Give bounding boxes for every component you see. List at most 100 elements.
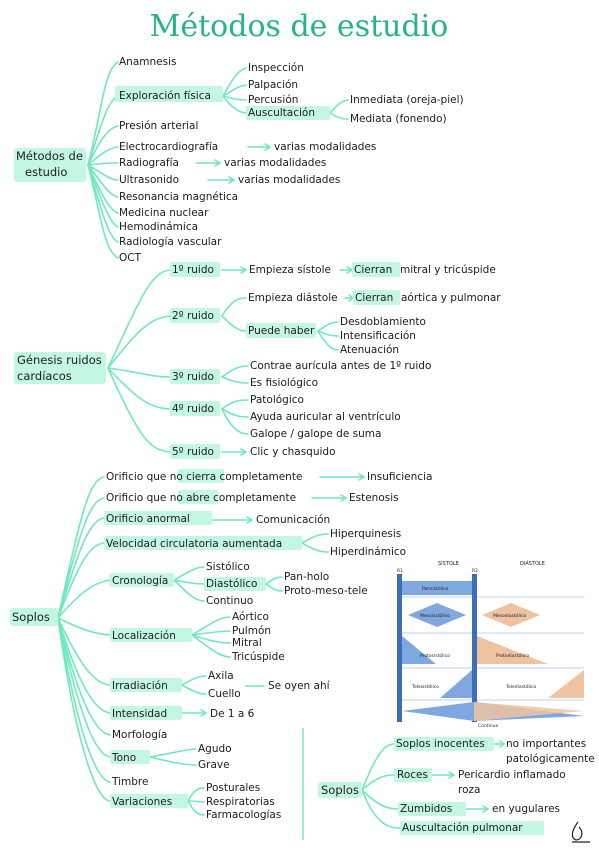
node-hiperdinamico: Hiperdinámico [330, 546, 406, 558]
node-medicina: Medicina nuclear [119, 207, 209, 219]
soplos-root: Soplos [12, 610, 50, 624]
metodos-root-line2: estudio [25, 165, 67, 179]
genesis-root-line2: cardíacos [17, 369, 72, 383]
node-inspeccion: Inspección [248, 62, 304, 74]
fig-continuo: Continuo [478, 723, 498, 729]
node-cronologia: Cronología [112, 575, 168, 587]
node-atenuacion: Atenuación [340, 344, 399, 356]
node-r3: 3º ruido [172, 371, 214, 383]
fig-r1-label: R1 [397, 568, 403, 574]
node-anamnesis: Anamnesis [119, 56, 176, 68]
node-velocidad: Velocidad circulatoria aumentada [106, 538, 282, 550]
node-varias-2: varias modalidades [224, 157, 326, 169]
node-desdoblamiento: Desdoblamiento [340, 316, 426, 328]
node-r1-b: Cierran [354, 264, 392, 276]
node-r5: 5º ruido [172, 446, 214, 458]
node-mitral: Mitral [232, 637, 262, 649]
node-r4-c: Galope / galope de suma [250, 428, 381, 440]
node-irradiacion: Irradiación [112, 680, 168, 692]
node-presion: Presión arterial [119, 120, 198, 132]
node-insuficiencia: Insuficiencia [367, 471, 432, 483]
node-timbre: Timbre [111, 776, 148, 788]
node-posturales: Posturales [206, 782, 260, 794]
node-localizacion: Localización [112, 630, 176, 642]
node-de-1-a-6: De 1 a 6 [210, 708, 255, 720]
fig-mesodiastolico: Mesodiastólico [493, 612, 526, 619]
node-radiologia: Radiología vascular [119, 236, 222, 248]
node-pericardio: Pericardio inflamado [458, 769, 566, 781]
murmur-figure: SÍSTOLE DIÁSTOLE R1 R2 Pansistólico Meso… [396, 560, 584, 729]
fig-protosistolico: Protosistólico [420, 652, 450, 659]
node-exploracion: Exploración física [119, 90, 211, 102]
node-patologicamente: patológicamente [506, 753, 595, 765]
node-r2-c: aórtica y pulmonar [401, 292, 501, 304]
node-electro: Electrocardiografía [119, 141, 218, 153]
node-r3-b: Es fisiológico [250, 377, 318, 389]
node-soplos-inocentes: Soplos inocentes [396, 738, 485, 750]
node-orificio-no-abre: Orificio que no abre completamente [106, 492, 296, 504]
node-roces: Roces [397, 769, 428, 781]
node-r4: 4º ruido [172, 403, 214, 415]
node-orificio-no-cierra: Orificio que no cierra completamente [106, 471, 302, 483]
node-resonancia: Resonancia magnética [119, 191, 238, 203]
node-se-oyen-ahi: Se oyen ahí [268, 680, 331, 692]
node-r5-a: Clic y chasquido [250, 446, 336, 458]
node-en-yugulares: en yugulares [492, 803, 560, 815]
node-proto-meso-tele: Proto-meso-tele [284, 585, 368, 597]
highlight-soplos [10, 469, 302, 808]
node-percusion: Percusión [248, 94, 298, 106]
genesis-root-line1: Génesis ruidos [17, 353, 102, 367]
node-intensificacion: Intensificación [340, 330, 416, 342]
node-mediata: Mediata (fonendo) [350, 113, 447, 125]
node-zumbidos: Zumbidos [400, 803, 452, 815]
node-r1-a: Empieza sístole [249, 264, 331, 276]
fig-sistole-label: SÍSTOLE [438, 560, 459, 567]
node-hiperquinesis: Hiperquinesis [330, 528, 401, 540]
node-variaciones: Variaciones [112, 796, 172, 808]
fig-r2-label: R2 [472, 568, 478, 574]
node-farmacologias: Farmacologías [206, 809, 281, 821]
node-r1-c: mitral y tricúspide [400, 264, 496, 276]
node-sistolico: Sistólico [206, 561, 250, 573]
node-agudo: Agudo [198, 743, 232, 755]
node-grave: Grave [198, 759, 230, 771]
node-tricuspide: Tricúspide [231, 651, 285, 663]
node-pulmon: Pulmón [232, 625, 271, 637]
fig-r2-bar [472, 574, 477, 722]
fig-pansistolico: Pansistólico [422, 585, 449, 592]
branch-lines-soplos2 [361, 740, 506, 829]
node-inmediata: Inmediata (oreja-piel) [350, 94, 464, 106]
node-auscultacion: Auscultación [248, 107, 315, 119]
node-estenosis: Estenosis [349, 492, 399, 504]
highlight-metodos [14, 86, 330, 182]
node-palpacion: Palpación [248, 79, 298, 91]
node-morfologia: Morfología [112, 729, 167, 741]
node-respiratorias: Respiratorias [206, 796, 275, 808]
node-r4-a: Patológico [250, 394, 304, 406]
fig-r1-bar [397, 574, 402, 722]
node-puede-haber: Puede haber [248, 325, 315, 337]
node-r2-a: Empieza diástole [248, 292, 338, 304]
node-panholo: Pan-holo [284, 571, 329, 583]
node-comunicacion: Comunicación [256, 514, 330, 526]
fig-telediastolico: Telediastólico [505, 683, 536, 690]
node-ultrasonido: Ultrasonido [119, 174, 179, 186]
fig-mesosistolico: Mesosistólico [420, 612, 450, 619]
node-aortico: Aórtico [232, 611, 269, 623]
node-diastolico: Diastólico [206, 578, 257, 590]
node-tono: Tono [111, 752, 136, 764]
node-oct: OCT [119, 252, 142, 264]
metodos-root-line1: Métodos de [16, 149, 83, 163]
node-r3-a: Contrae aurícula antes de 1º ruido [250, 360, 431, 372]
highlight-soplos2 [318, 737, 544, 835]
node-hemodinamica: Hemodinámica [119, 221, 198, 233]
node-axila: Axila [208, 670, 234, 682]
node-auscultacion-pulmonar: Auscultación pulmonar [402, 822, 523, 834]
soplos2-root: Soplos [321, 783, 359, 797]
node-cuello: Cuello [208, 688, 241, 700]
node-varias-1: varias modalidades [274, 141, 376, 153]
fig-telesistolico: Telesistólico [411, 683, 439, 690]
node-r2-b: Cierran [355, 292, 393, 304]
node-r2: 2º ruido [172, 310, 214, 322]
